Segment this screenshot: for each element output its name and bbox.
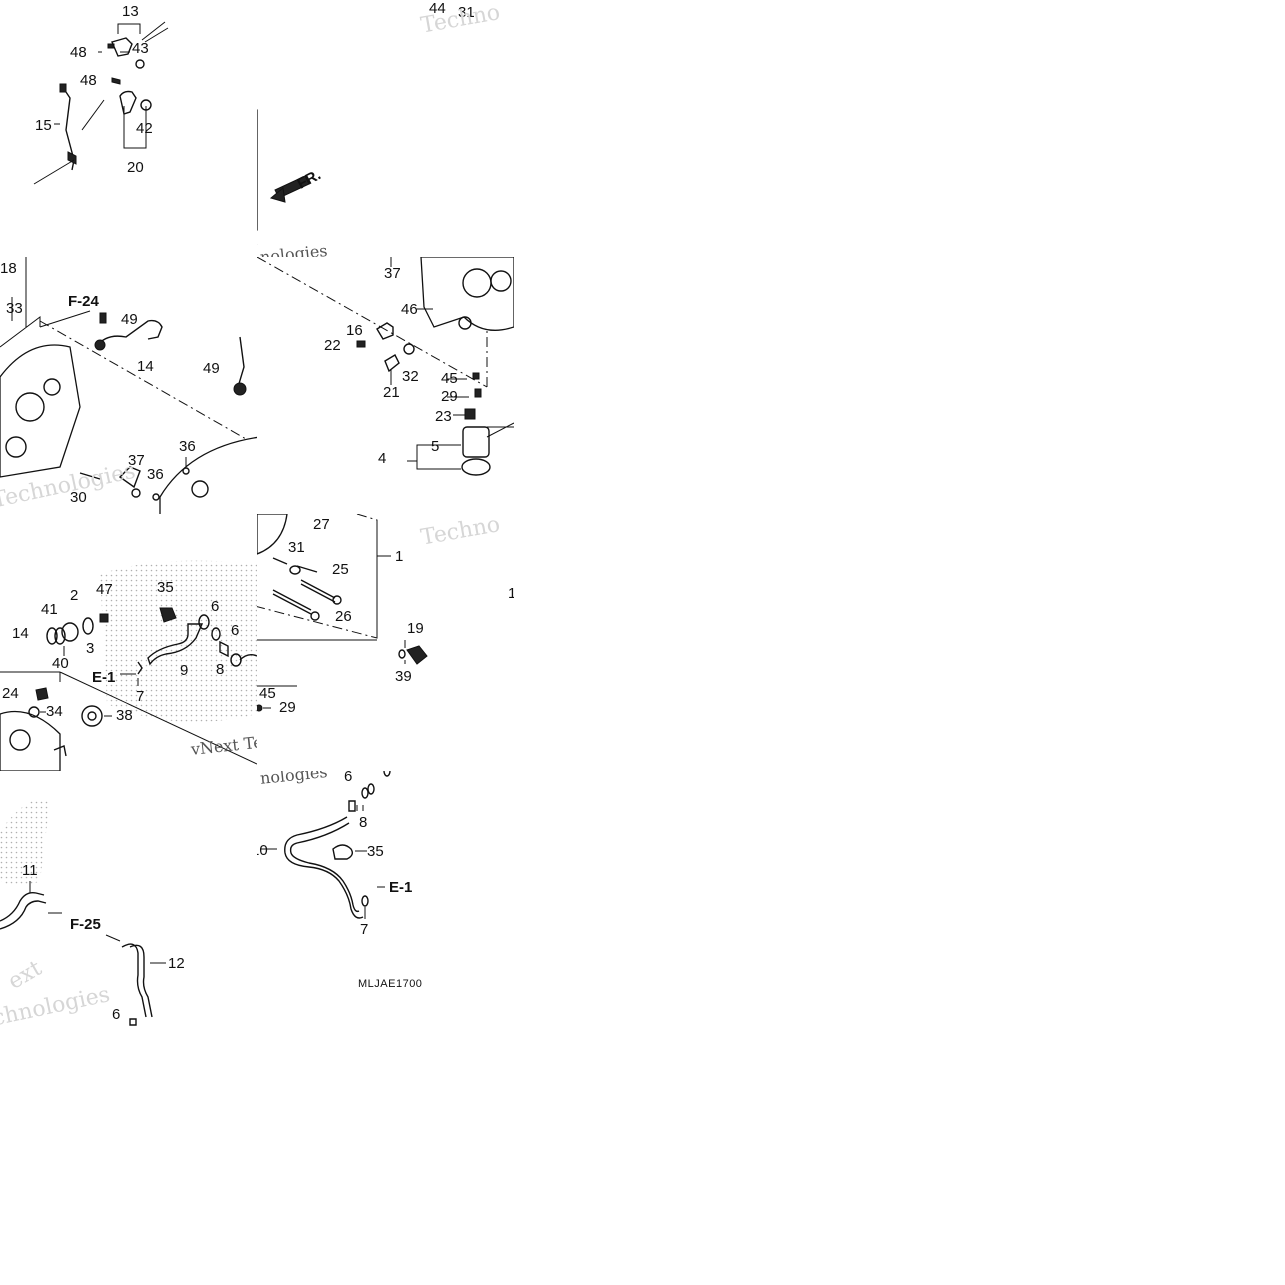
callout-11: 11 [22, 862, 38, 879]
callout-40: 40 [52, 655, 69, 672]
callout-13: 13 [122, 3, 139, 20]
callout-29: 29 [279, 699, 296, 716]
callout-49: 49 [121, 311, 138, 328]
callout-33: 33 [6, 300, 23, 317]
callout-38: 38 [116, 707, 133, 724]
diagram-tile-r1c0: 18 33 F-24 49 14 49 36 37 36 30 Technolo… [0, 257, 257, 514]
callout-39: 39 [395, 668, 412, 685]
callout-14: 14 [137, 358, 154, 375]
callout-45: 45 [441, 370, 458, 387]
parts-drawing [257, 514, 428, 712]
callout-47: 47 [96, 581, 113, 598]
diagram-tile-r2c1: 27 31 25 26 1 19 39 45 29 Techno 1 [257, 514, 514, 771]
callout-32: 32 [402, 368, 419, 385]
ref-f24: F-24 [68, 293, 99, 310]
diagram-code: MLJAE1700 [358, 978, 423, 990]
callout-12: 12 [168, 955, 185, 972]
callout-48: 48 [70, 44, 87, 61]
callout-8: 8 [216, 661, 225, 678]
callout-35: 35 [157, 579, 174, 596]
parts-drawing [0, 560, 257, 771]
callout-9: 9 [180, 662, 189, 679]
callout-43: 43 [132, 40, 149, 57]
callout-48: 48 [80, 72, 97, 89]
diagram-tile-r3c0: 11 F-25 12 6 ext chnologies [0, 771, 257, 1028]
callout-10: 10 [257, 842, 268, 859]
callout-6: 6 [344, 771, 353, 785]
callout-3: 3 [86, 640, 95, 657]
parts-drawing [33, 21, 169, 185]
callout-20: 20 [127, 159, 144, 176]
callout-8: 8 [359, 814, 368, 831]
callout-24: 24 [2, 685, 19, 702]
parts-drawing [257, 257, 514, 476]
parts-drawing [257, 109, 310, 231]
callout-44: 44 [429, 0, 446, 17]
callout-18: 18 [0, 260, 17, 277]
callout-6: 6 [231, 622, 240, 639]
parts-drawing [0, 799, 166, 1026]
callout-35: 35 [367, 843, 384, 860]
diagram-tile-r1c1: 37 46 16 22 32 21 45 29 23 5 4 [257, 257, 514, 514]
callout-1: 1 [395, 548, 404, 565]
callout-19: 19 [407, 620, 424, 637]
callout-4: 4 [378, 450, 387, 467]
diagram-tile-r2c0: 14 41 2 47 35 6 6 3 40 9 8 E-1 7 24 34 3… [0, 514, 257, 771]
callout-6: 6 [112, 1006, 121, 1023]
callout-30: 30 [70, 489, 87, 506]
callout-6: 6 [211, 598, 220, 615]
callout-49: 49 [203, 360, 220, 377]
callout-46: 46 [401, 301, 418, 318]
callout-42: 42 [136, 120, 153, 137]
callout-27: 27 [313, 516, 330, 533]
callout-26: 26 [335, 608, 352, 625]
callout-15: 15 [35, 117, 52, 134]
callout-14: 14 [12, 625, 29, 642]
ref-e1: E-1 [92, 669, 116, 686]
parts-drawing [0, 257, 257, 514]
diagram-tile-r0c1: 44 25 27 31 28 27 17 FR. vNext Tec nolog… [257, 0, 514, 257]
callout-1: 1 [508, 585, 514, 602]
callout-37: 37 [128, 452, 145, 469]
callout-23: 23 [435, 408, 452, 425]
callout-7: 7 [360, 921, 369, 938]
ref-f25: F-25 [70, 916, 101, 933]
diagram-tile-r3c1: nologies 6 8 10 35 E-1 7 MLJAE1700 [257, 771, 514, 1028]
callout-21: 21 [383, 384, 400, 401]
callout-36: 36 [147, 466, 164, 483]
diagram-tile-r0c0: 13 48 43 48 15 42 20 [0, 0, 257, 257]
watermark-text: vNext Tec [257, 232, 258, 251]
callout-25: 25 [332, 561, 349, 578]
callout-45: 45 [259, 685, 276, 702]
parts-drawing [261, 771, 391, 919]
ref-e1: E-1 [389, 879, 413, 896]
callout-29: 29 [441, 388, 458, 405]
callout-41: 41 [41, 601, 58, 618]
callout-37: 37 [384, 265, 401, 282]
callout-22: 22 [324, 337, 341, 354]
callout-34: 34 [46, 703, 63, 720]
callout-2: 2 [70, 587, 79, 604]
callout-5: 5 [431, 438, 440, 455]
callout-31: 31 [288, 539, 305, 556]
callout-16: 16 [346, 322, 363, 339]
callout-36: 36 [179, 438, 196, 455]
callout-7: 7 [136, 688, 145, 705]
diagram-tile-r0c2: 44 31 Techno [257, 0, 514, 257]
callout-31: 31 [458, 4, 475, 21]
